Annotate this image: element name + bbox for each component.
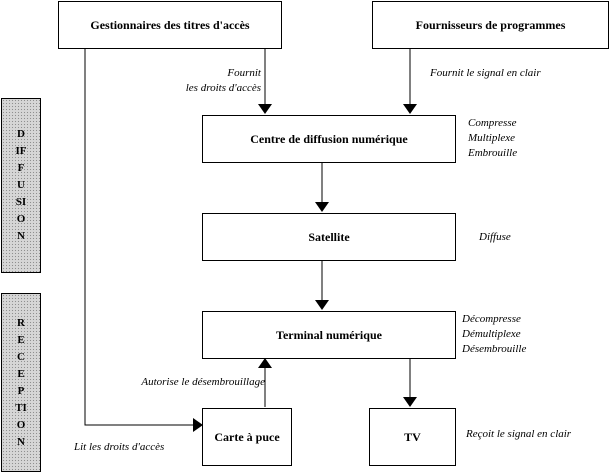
reception-band: RECEPTION [1,293,41,472]
note-terminal-actions: Décompresse Démultiplexe Désembrouille [462,313,527,355]
note-autorise: Autorise le désembrouillage [141,376,265,388]
diffusion-band-label: DIFFUSION [15,128,27,242]
reception-band-label: RECEPTION [15,316,27,448]
note-fournit-droits: Fournit les droits d'accès [185,67,261,94]
diffusion-band: DIFFUSION [1,98,41,273]
note-lit-droits: Lit les droits d'accès [74,441,165,453]
tv-box: TV [369,408,456,466]
arrow-gestionnaires-to-carte [84,49,203,432]
note-centre-actions: Compresse Multiplexe Embrouille [468,117,518,159]
gestionnaires-box: Gestionnaires des titres d'accès [58,1,282,49]
note-recoit: Reçoit le signal en clair [466,428,572,440]
note-fournit-signal: Fournit le signal en clair [430,67,541,79]
centre-diffusion-box: Centre de diffusion numérique [202,115,456,163]
satellite-box: Satellite [202,213,456,261]
note-diffuse: Diffuse [479,231,511,243]
fournisseurs-box: Fournisseurs de programmes [372,1,609,49]
carte-box: Carte à puce [202,408,292,466]
terminal-box: Terminal numérique [202,311,456,359]
